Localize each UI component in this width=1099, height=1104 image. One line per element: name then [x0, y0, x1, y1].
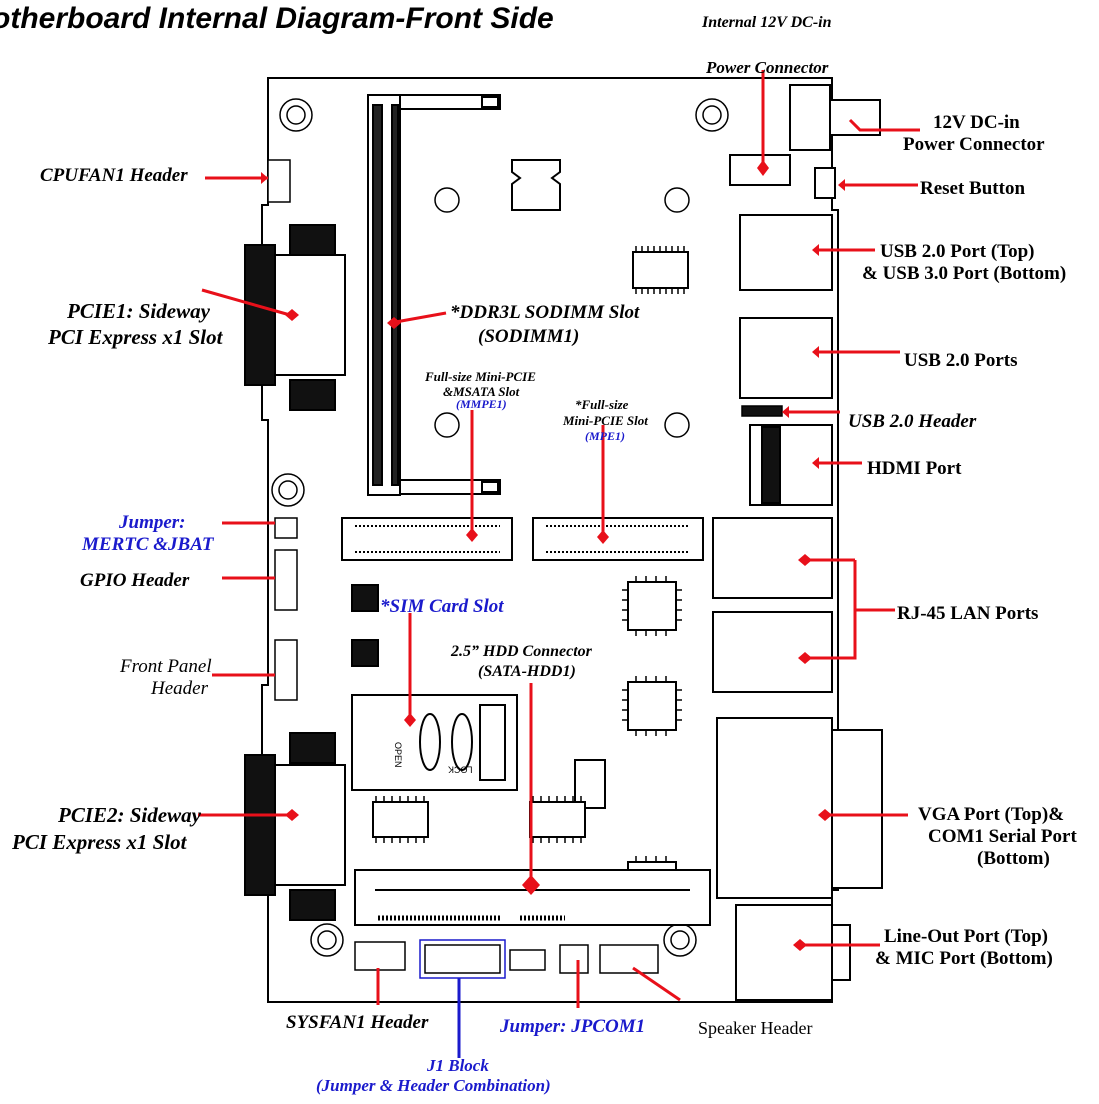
label-reset: Reset Button — [920, 178, 1026, 199]
label-pcie2-1: PCIE2: Sideway — [58, 803, 201, 827]
label-pcie1-1: PCIE1: Sideway — [67, 299, 210, 323]
label-hdd-1: 2.5” HDD Connector — [451, 643, 592, 660]
label-vga-2: COM1 Serial Port — [928, 826, 1077, 847]
label-dcin-2: Power Connector — [903, 134, 1045, 155]
label-pcie2-2: PCI Express x1 Slot — [12, 830, 187, 854]
label-mmpe-3: (MMPE1) — [456, 397, 507, 411]
label-j1-2: (Jumper & Header Combination) — [316, 1076, 551, 1095]
label-rj45: RJ-45 LAN Ports — [897, 603, 1039, 624]
right-connectors — [712, 84, 883, 1001]
label-mpe-2: Mini-PCIE Slot — [563, 413, 648, 428]
label-usb23-1: USB 2.0 Port (Top) — [880, 241, 1035, 262]
label-usb20-header: USB 2.0 Header — [848, 411, 977, 432]
label-vga-1: VGA Port (Top)& — [918, 804, 1065, 825]
label-usb23-2: & USB 3.0 Port (Bottom) — [862, 263, 1067, 284]
label-jpcom: Jumper: JPCOM1 — [500, 1016, 646, 1037]
label-mpe-1: *Full-size — [575, 397, 629, 412]
label-jumper-mertc-1: Jumper: — [119, 512, 186, 533]
label-lineout-1: Line-Out Port (Top) — [884, 926, 1048, 947]
sodimm-slot — [367, 94, 501, 496]
j1-block-box — [419, 939, 506, 979]
label-mmpe-2: &MSATA Slot — [443, 384, 520, 399]
label-internal-12v: Internal 12V DC-in — [702, 14, 832, 31]
label-lineout-2: & MIC Port (Bottom) — [875, 948, 1053, 969]
hdd-connector — [354, 869, 711, 926]
label-front-panel-2: Header — [151, 678, 208, 699]
pointer-lines — [198, 70, 920, 1008]
pointer-tips — [261, 160, 845, 951]
page-title: otherboard Internal Diagram-Front Side — [0, 2, 554, 35]
label-sim: *SIM Card Slot — [380, 596, 504, 617]
label-hdmi: HDMI Port — [867, 458, 962, 479]
label-ddr-1: *DDR3L SODIMM Slot — [450, 302, 640, 323]
label-mmpe-1: Full-size Mini-PCIE — [425, 369, 536, 384]
pcie-slots — [244, 224, 346, 921]
mini-pcie-slots — [341, 517, 704, 561]
label-ddr-2: (SODIMM1) — [478, 326, 580, 347]
label-cpufan: CPUFAN1 Header — [40, 165, 188, 186]
label-j1-1: J1 Block — [427, 1056, 489, 1075]
label-gpio: GPIO Header — [80, 570, 190, 591]
label-sysfan: SYSFAN1 Header — [286, 1012, 429, 1033]
label-internal-12v-2: Power Connector — [706, 58, 829, 77]
label-speaker: Speaker Header — [698, 1018, 813, 1038]
label-vga-3: (Bottom) — [977, 848, 1050, 869]
label-pcie1-2: PCI Express x1 Slot — [48, 325, 223, 349]
label-hdd-2: (SATA-HDD1) — [478, 663, 576, 680]
left-headers — [267, 159, 783, 974]
label-mpe-3: (MPE1) — [585, 429, 625, 443]
label-sim-open: OPEN — [393, 742, 403, 768]
label-usb20-ports: USB 2.0 Ports — [904, 350, 1018, 371]
label-sim-lock: LOCK — [448, 764, 473, 775]
sim-slot — [351, 694, 518, 791]
label-jumper-mertc-2: MERTC &JBAT — [82, 534, 214, 555]
mounting-holes — [271, 98, 729, 957]
label-dcin-1: 12V DC-in — [933, 112, 1020, 133]
label-front-panel-1: Front Panel — [120, 656, 212, 677]
